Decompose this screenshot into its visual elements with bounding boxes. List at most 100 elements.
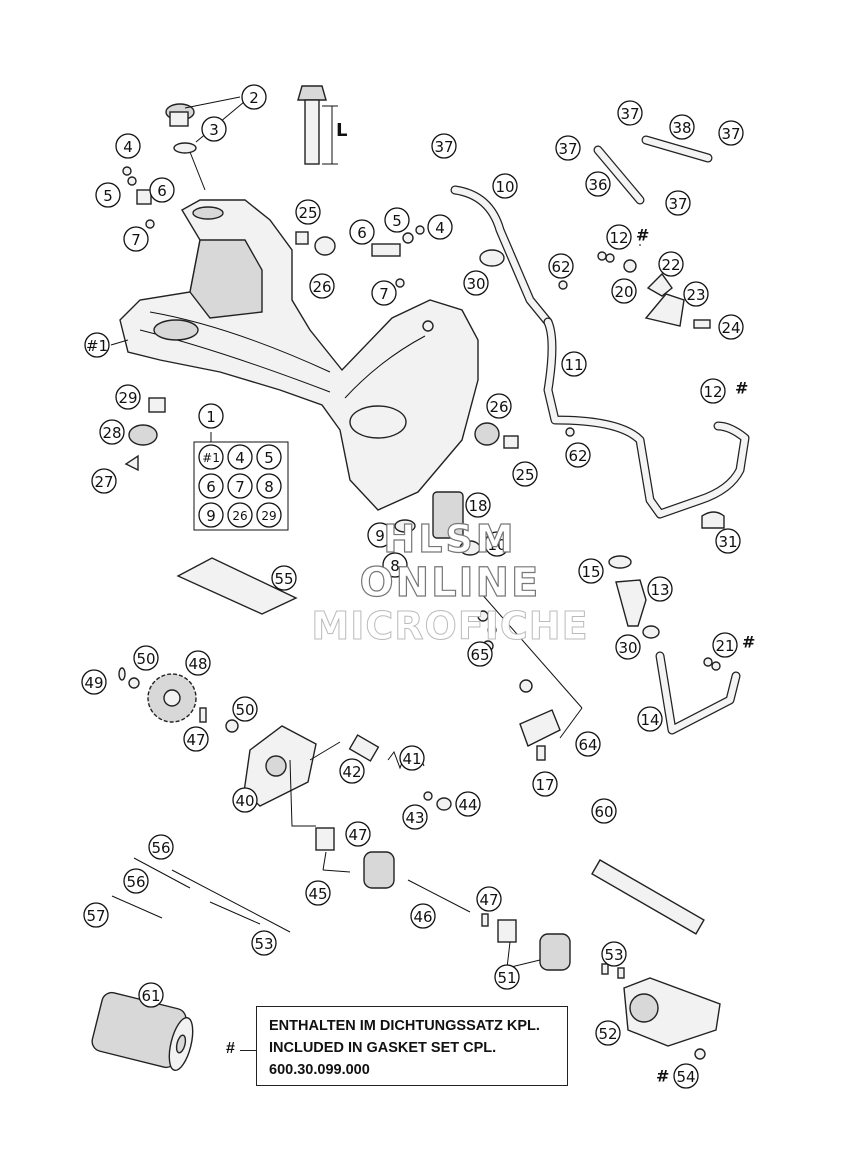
callout-57: 57 [83,902,109,928]
callout-4: 4 [115,133,141,159]
callout-number: 50 [235,701,254,719]
callout-circle [371,280,397,306]
callout-number: 10 [487,536,506,554]
callout-37: 37 [555,135,581,161]
callout-21: 21 [712,632,738,658]
callout-number: 62 [551,258,570,276]
callout-number: 37 [558,140,577,158]
callout-circle [99,419,125,445]
callout-circle [148,834,174,860]
kit-item-8: 8 [256,473,282,499]
callout-circle [606,224,632,250]
callout-56: 56 [123,868,149,894]
callout-number: 52 [598,1025,617,1043]
callout-number: 47 [348,826,367,844]
callout-25: 25 [512,461,538,487]
callout-circle [615,634,641,660]
callout-60: 60 [591,798,617,824]
callout-3: 3 [201,116,227,142]
callout-number: 10 [495,178,514,196]
callout-circle [399,745,425,771]
callout-circle [665,190,691,216]
callout-circle [83,902,109,928]
callout-circle [201,116,227,142]
callout-number: 44 [458,796,477,814]
callout-circle [658,251,684,277]
callout-number: 47 [479,891,498,909]
callout-hash1: #1 [84,332,110,358]
kit-item-circle [227,444,253,470]
note-leader [240,1050,256,1051]
callout-number: 12 [609,229,628,247]
callout-circle [185,650,211,676]
callout-circle [718,120,744,146]
callout-number: 4 [123,138,133,156]
callout-number: 56 [151,839,170,857]
callout-15: 15 [578,558,604,584]
callout-56: 56 [148,834,174,860]
callout-number: 14 [640,711,659,729]
callout-4: 4 [427,214,453,240]
callout-number: 40 [235,792,254,810]
kit-item-29: 29 [256,502,282,528]
callout-circle [349,219,375,245]
callout-25: 25 [295,199,321,225]
callout-18: 18 [465,492,491,518]
oil-tank-frame [119,199,479,511]
callout-49: 49 [81,669,107,695]
callout-30: 30 [463,270,489,296]
callout-number: 50 [136,650,155,668]
callout-number: 5 [103,187,113,205]
note-line-3: 600.30.099.000 [269,1062,370,1078]
hash-mark: # [636,226,649,245]
callout-26: 26 [486,393,512,419]
kit-item-circle [256,473,282,499]
callout-number: 17 [535,776,554,794]
dipstick-length-detail [297,85,338,165]
callout-40: 40 [232,787,258,813]
callout-22: 22 [658,251,684,277]
callout-number: 65 [470,646,489,664]
callout-circle [715,528,741,554]
callout-circle [345,821,371,847]
kit-item-number: 9 [206,507,216,525]
callout-circle [463,270,489,296]
callout-number: 53 [604,946,623,964]
callout-5: 5 [384,207,410,233]
dimension-label: L [336,120,347,141]
callout-circle [81,669,107,695]
kit-item-number: 26 [232,509,247,523]
callout-circle [476,886,502,912]
callout-circle [455,791,481,817]
callout-circle [115,133,141,159]
kit-item-circle [256,502,282,528]
callout-number: 23 [686,286,705,304]
kit-item-number: 29 [261,509,276,523]
oil-filter-drawing [91,991,194,1072]
kit-item-number: #1 [202,451,220,465]
kit-item-number: 8 [264,478,274,496]
kit-item-9: 9 [198,502,224,528]
callout-circle [138,982,164,1008]
note-hash-mark: # [226,1040,235,1057]
callout-number: 3 [209,121,219,139]
callout-30: 30 [615,634,641,660]
callout-5: 5 [95,182,121,208]
callout-circle [673,1063,699,1089]
callout-circle [548,253,574,279]
callout-47: 47 [476,886,502,912]
callout-circle [555,135,581,161]
callout-circle [512,461,538,487]
callout-53: 53 [251,930,277,956]
callout-number: 51 [497,969,516,987]
callout-circle [295,199,321,225]
callout-number: 49 [84,674,103,692]
callout-number: 54 [676,1068,695,1086]
note-line-1: ENTHALTEN IM DICHTUNGSSATZ KPL. [269,1018,540,1034]
callout-circle [712,632,738,658]
callout-17: 17 [532,771,558,797]
kit-item-6: 6 [198,473,224,499]
callout-11: 11 [561,351,587,377]
callout-7: 7 [371,280,397,306]
